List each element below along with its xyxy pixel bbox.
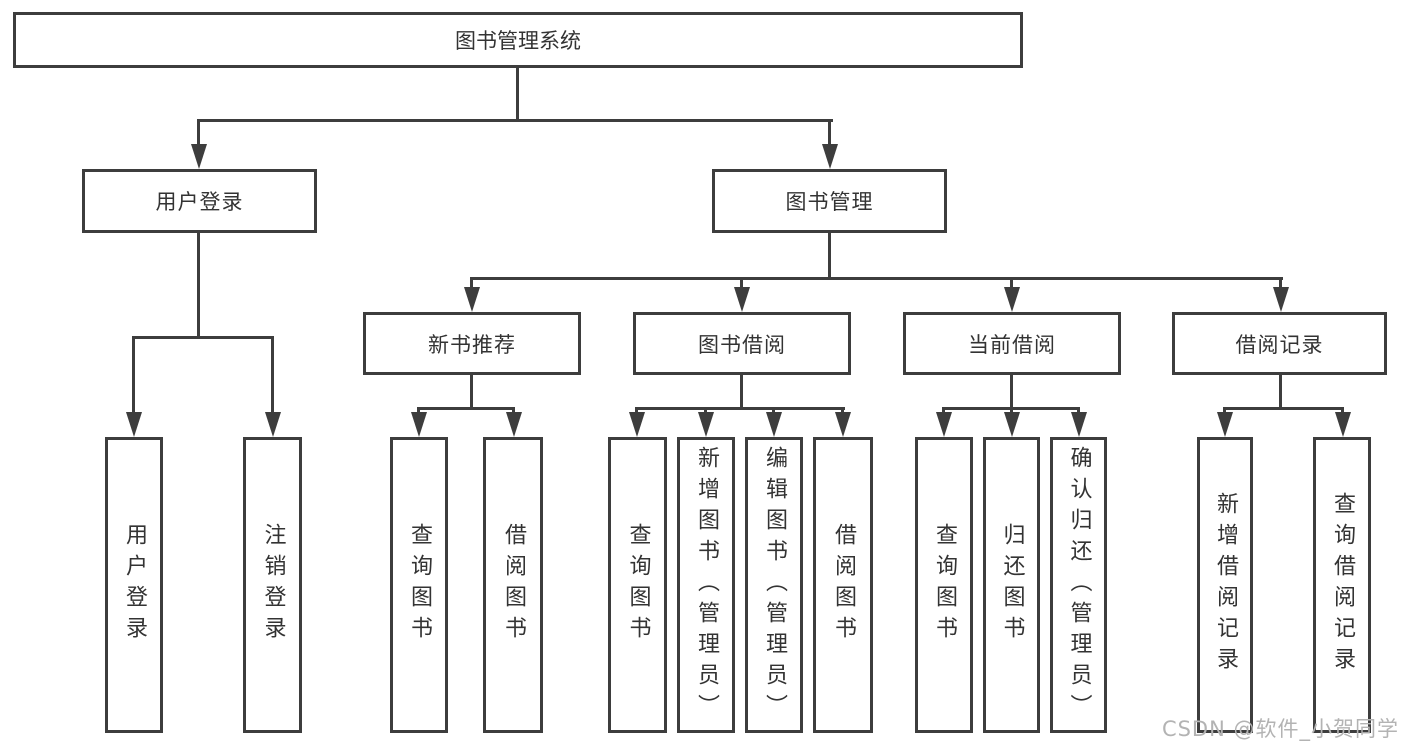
connector-root-bar [197,119,833,122]
arrow-to-book-mgmt [822,144,838,169]
connector-to-login-stem [132,336,135,415]
connector-to-user-login-stem [197,119,200,147]
node-current-borrow: 当前借阅 [903,312,1121,375]
connector-book-mgmt-bar [470,277,1283,280]
node-user-login-label: 用户登录 [155,190,244,214]
arrow-to-new-books [464,287,480,312]
connector-br-query-stem [1341,407,1344,415]
connector-to-logout-stem [271,336,274,415]
connector-borrow-records-bar [1223,407,1344,410]
arrow-bb-query [629,412,645,437]
node-book-borrow: 图书借阅 [633,312,851,375]
leaf-current-return: 归还图书 [983,437,1040,733]
arrow-to-user-login [191,144,207,169]
arrow-cb-confirm [1071,412,1087,437]
arrow-cb-return [1004,412,1020,437]
leaf-new-books-borrow: 借阅图书 [483,437,543,733]
leaf-current-return-label: 归还图书 [999,523,1025,647]
leaf-book-borrow-edit: 编辑图书（管理员） [745,437,803,733]
arrow-to-logout [265,412,281,437]
leaf-book-borrow-query-label: 查询图书 [625,523,651,647]
node-borrow-records: 借阅记录 [1172,312,1387,375]
leaf-book-borrow-edit-label: 编辑图书（管理员） [762,445,787,725]
arrow-bb-edit [766,412,782,437]
leaf-book-borrow-add: 新增图书（管理员） [677,437,735,733]
connector-to-book-mgmt-stem [828,119,831,147]
leaf-records-query-label: 查询借阅记录 [1330,492,1355,678]
leaf-records-query: 查询借阅记录 [1313,437,1371,733]
node-new-books: 新书推荐 [363,312,581,375]
arrow-to-current-borrow [1004,287,1020,312]
arrow-bb-borrow [835,412,851,437]
leaf-book-borrow-query: 查询图书 [608,437,667,733]
leaf-new-books-borrow-label: 借阅图书 [501,523,526,647]
connector-cb-return-stem [1010,407,1013,415]
connector-to-borrow-records-stem [1279,277,1282,290]
node-new-books-label: 新书推荐 [428,332,516,357]
leaf-logout-label: 注销登录 [260,523,286,647]
connector-current-borrow-stem [1010,375,1013,410]
leaf-user-login-label: 用户登录 [122,523,147,647]
connector-new-books-stem [470,375,473,410]
connector-nb-borrow-stem [512,407,515,415]
connector-book-borrow-stem [740,375,743,410]
arrow-cb-query [936,412,952,437]
node-borrow-records-label: 借阅记录 [1235,332,1324,357]
leaf-new-books-query: 查询图书 [390,437,448,733]
node-book-mgmt-label: 图书管理 [785,190,874,214]
node-root-label: 图书管理系统 [455,29,581,53]
connector-user-login-bar [132,336,274,339]
leaf-book-borrow-borrow-label: 借阅图书 [831,523,856,647]
watermark: CSDN @软件_小贺同学 [1161,717,1399,741]
leaf-new-books-query-label: 查询图书 [407,523,432,647]
node-current-borrow-label: 当前借阅 [968,332,1056,357]
node-user-login: 用户登录 [82,169,317,233]
connector-bb-edit-stem [772,407,775,415]
connector-to-book-borrow-stem [740,277,743,290]
leaf-current-confirm-return: 确认归还（管理员） [1050,437,1107,733]
leaf-current-query: 查询图书 [915,437,973,733]
node-book-borrow-label: 图书借阅 [698,332,786,357]
arrow-bb-add [698,412,714,437]
leaf-book-borrow-borrow: 借阅图书 [813,437,873,733]
connector-book-mgmt-stem [828,233,831,280]
connector-book-borrow-bar [635,407,845,410]
connector-new-books-bar [417,407,515,410]
connector-cb-query-stem [942,407,945,415]
leaf-current-query-label: 查询图书 [932,523,957,647]
arrow-br-query [1335,412,1351,437]
leaf-user-login: 用户登录 [105,437,163,733]
leaf-records-add-label: 新增借阅记录 [1213,492,1238,678]
connector-br-add-stem [1223,407,1226,415]
connector-bb-borrow-stem [841,407,844,415]
arrow-br-add [1217,412,1233,437]
connector-to-current-borrow-stem [1010,277,1013,290]
connector-user-login-stem [197,233,200,339]
leaf-book-borrow-add-label: 新增图书（管理员） [694,445,719,725]
connector-bb-add-stem [704,407,707,415]
node-root: 图书管理系统 [13,12,1023,68]
connector-nb-query-stem [417,407,420,415]
arrow-to-borrow-records [1273,287,1289,312]
connector-borrow-records-stem [1279,375,1282,410]
connector-to-new-books-stem [470,277,473,290]
connector-bb-query-stem [635,407,638,415]
arrow-to-login [126,412,142,437]
arrow-nb-borrow [506,412,522,437]
arrow-nb-query [411,412,427,437]
leaf-logout: 注销登录 [243,437,302,733]
arrow-to-book-borrow [734,287,750,312]
connector-root-stem [516,68,519,122]
leaf-current-confirm-return-label: 确认归还（管理员） [1066,445,1092,725]
leaf-records-add: 新增借阅记录 [1197,437,1253,733]
connector-cb-confirm-stem [1077,407,1080,415]
node-book-mgmt: 图书管理 [712,169,947,233]
